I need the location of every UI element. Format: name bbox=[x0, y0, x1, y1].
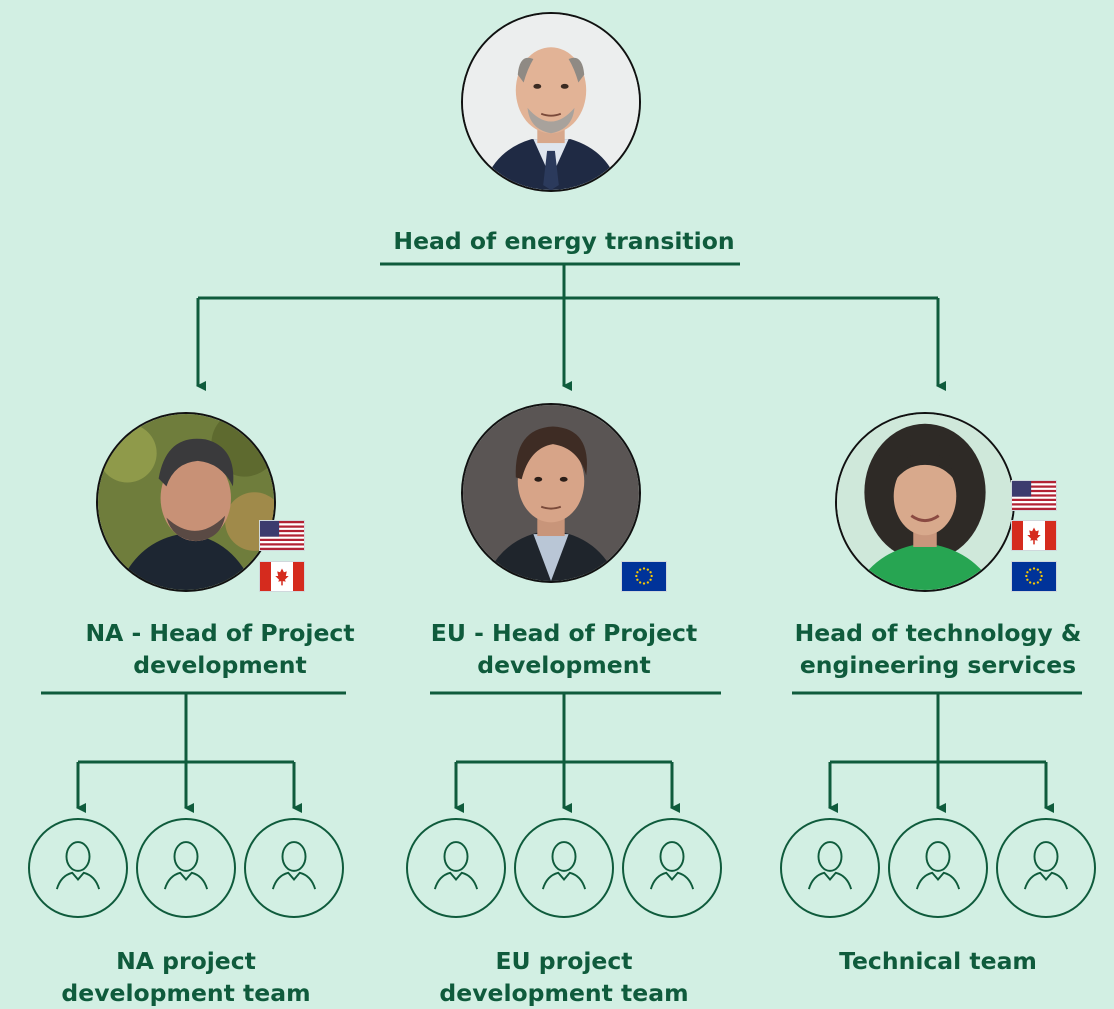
na-us-flag-icon bbox=[259, 520, 305, 551]
na-manager-title: NA - Head of Project development bbox=[85, 617, 354, 681]
person-outline-icon bbox=[541, 841, 587, 890]
na-team-label: NA project development team bbox=[61, 945, 310, 1009]
head-title: Head of energy transition bbox=[393, 225, 734, 257]
eu-manager-title: EU - Head of Project development bbox=[431, 617, 697, 681]
eu-team-label-line-2: development team bbox=[439, 979, 689, 1007]
na-canada-flag-icon bbox=[259, 561, 305, 592]
tech-team-member-2 bbox=[888, 818, 988, 918]
person-outline-icon bbox=[807, 841, 853, 890]
eu-eu-flag-icon bbox=[621, 561, 667, 592]
tech-us-flag-icon bbox=[1011, 480, 1057, 511]
person-outline-icon bbox=[1023, 841, 1069, 890]
na-team-member-2 bbox=[136, 818, 236, 918]
tech-manager-portrait bbox=[835, 412, 1015, 592]
tech-manager-title: Head of technology & engineering service… bbox=[795, 617, 1082, 681]
person-outline-icon bbox=[433, 841, 479, 890]
eu-manager-title-line-2: development bbox=[477, 651, 651, 679]
tech-manager-title-line-1: Head of technology & bbox=[794, 619, 1082, 647]
eu-team-member-2 bbox=[514, 818, 614, 918]
person-outline-icon bbox=[915, 841, 961, 890]
head-portrait bbox=[461, 12, 641, 192]
tech-manager-title-line-2: engineering services bbox=[799, 651, 1077, 679]
eu-team-member-3 bbox=[622, 818, 722, 918]
eu-team-member-1 bbox=[406, 818, 506, 918]
eu-manager-title-line-1: EU - Head of Project bbox=[430, 619, 698, 647]
head-title-line: Head of energy transition bbox=[393, 227, 735, 255]
na-team-member-3 bbox=[244, 818, 344, 918]
eu-team-label: EU project development team bbox=[439, 945, 688, 1009]
na-team-label-line-2: development team bbox=[61, 979, 311, 1007]
tech-canada-flag-icon bbox=[1011, 520, 1057, 551]
person-outline-icon bbox=[271, 841, 317, 890]
eu-team-label-line-1: EU project bbox=[495, 947, 633, 975]
person-outline-icon bbox=[163, 841, 209, 890]
na-manager-title-line-1: NA - Head of Project bbox=[85, 619, 355, 647]
tech-team-member-3 bbox=[996, 818, 1096, 918]
na-manager-portrait bbox=[96, 412, 276, 592]
tech-team-label-line-1: Technical team bbox=[839, 947, 1037, 975]
tech-team-label: Technical team bbox=[839, 945, 1037, 977]
person-outline-icon bbox=[649, 841, 695, 890]
eu-manager-portrait bbox=[461, 403, 641, 583]
na-team-label-line-1: NA project bbox=[116, 947, 256, 975]
tech-eu-flag-icon bbox=[1011, 561, 1057, 592]
na-manager-title-line-2: development bbox=[133, 651, 307, 679]
person-outline-icon bbox=[55, 841, 101, 890]
na-team-member-1 bbox=[28, 818, 128, 918]
tech-team-member-1 bbox=[780, 818, 880, 918]
